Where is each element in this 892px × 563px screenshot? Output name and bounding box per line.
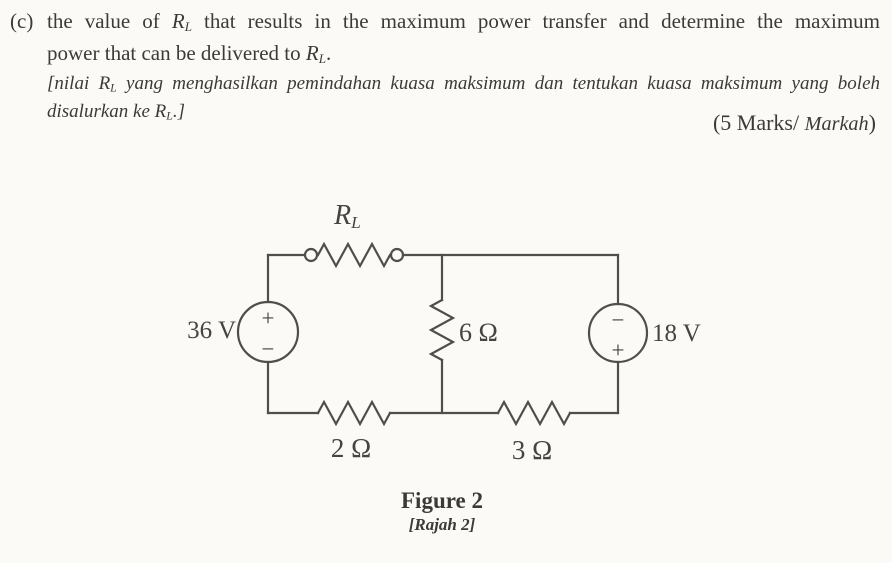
question-line-en-2: power that can be delivered to RL.: [47, 40, 332, 66]
label-36v-source: 36 V: [187, 317, 236, 344]
question-line-ms-2: disalurkan ke RL.]: [47, 101, 185, 123]
resistor-6ohm: [428, 298, 456, 362]
load-resistor-rl: [316, 241, 392, 269]
question-text: the value of RL that results in the maxi…: [47, 8, 880, 129]
right-source-bottom-sign: +: [611, 337, 625, 363]
resistor-3ohm: [496, 399, 572, 427]
right-source-top-sign: −: [611, 307, 625, 333]
left-source-top-sign: +: [261, 305, 275, 331]
figure-caption: Figure 2 [Rajah 2]: [342, 488, 542, 535]
question-line-en-1: the value of RL that results in the maxi…: [47, 9, 881, 34]
label-6ohm-resistor: 6 Ω: [459, 318, 498, 347]
rl-symbol: RL: [98, 72, 117, 95]
rl-terminal-right: [389, 247, 405, 263]
question-item-label: (c): [10, 9, 34, 33]
rl-symbol: RL: [305, 40, 326, 66]
label-3ohm-resistor: 3 Ω: [511, 435, 553, 465]
left-source-bottom-sign: −: [261, 336, 275, 362]
rl-symbol: RL: [171, 9, 192, 34]
label-2ohm-resistor: 2 Ω: [330, 433, 372, 463]
figure-caption-subtitle: [Rajah 2]: [408, 515, 476, 534]
rl-terminal-left: [303, 247, 319, 263]
question-line-ms-1: [nilai RL yang menghasilkan pemindahan k…: [47, 72, 880, 95]
label-18v-source: 18 V: [652, 320, 701, 347]
figure-caption-title: Figure 2: [401, 488, 483, 513]
rl-symbol: RL: [154, 101, 173, 123]
resistor-2ohm: [316, 399, 392, 427]
label-load-resistor: RL: [334, 200, 361, 232]
marks-note: (5 Marks/ Markah): [712, 110, 876, 135]
